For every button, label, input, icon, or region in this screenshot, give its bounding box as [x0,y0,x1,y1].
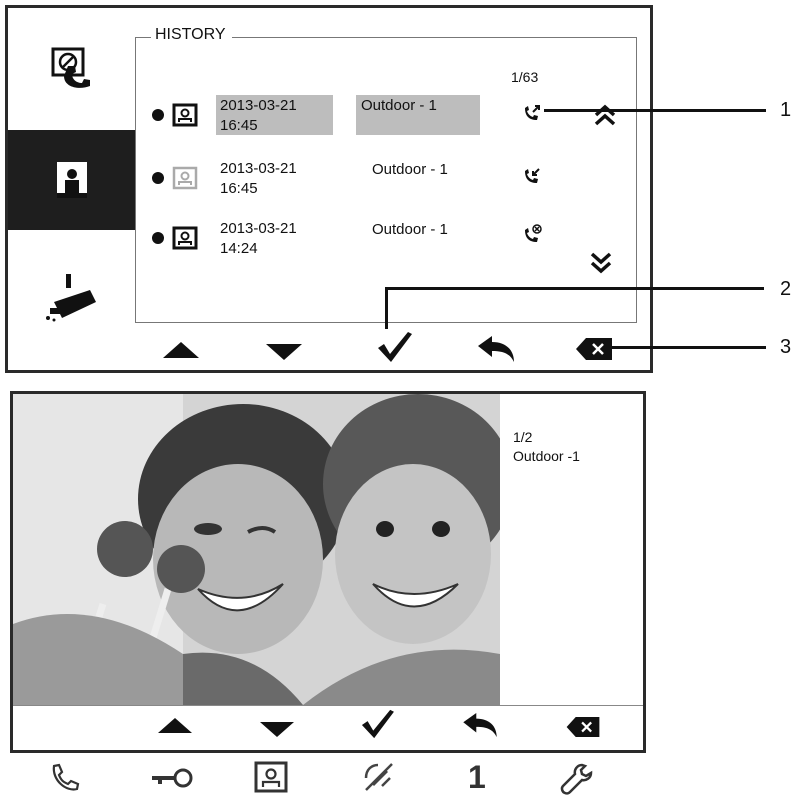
callout-label-3: 3 [780,336,792,358]
callout-label-2: 2 [780,278,792,300]
row-date: 2013-03-21 [220,97,297,114]
sidebar-item-call-log[interactable] [8,8,136,130]
table-row-date-selected[interactable] [216,95,333,135]
image-record-icon [172,226,198,250]
missed-call-icon [525,224,542,242]
image-record-empty-icon [172,166,198,190]
wrench-icon[interactable] [560,762,594,796]
history-list-frame [135,37,637,323]
bottom-icon-bar: 1 [0,758,802,799]
row-source: Outdoor - 1 [372,161,448,178]
callout-line-1 [544,109,766,112]
image-record-icon [57,162,87,198]
row-source-selected[interactable] [356,95,480,135]
camera-icon [46,274,96,322]
viewer-source: Outdoor -1 [513,448,580,464]
row-bullet [152,172,164,184]
up-arrow-icon[interactable] [158,717,192,735]
sidebar [8,8,136,370]
row-source: Outdoor - 1 [361,97,437,114]
page-indicator: 1/63 [511,69,539,85]
row-source: Outdoor - 1 [372,221,448,238]
delete-icon[interactable] [576,338,612,360]
photo-image[interactable] [13,394,500,705]
viewer-divider [13,705,643,706]
scroll-down-icon[interactable] [589,251,613,275]
back-icon[interactable] [476,336,516,364]
incoming-call-icon [525,168,540,183]
row-date: 2013-03-21 [220,160,297,177]
outgoing-call-icon [525,105,540,120]
confirm-check-icon[interactable] [376,330,412,364]
down-arrow-icon[interactable] [266,342,302,362]
viewer-page-indicator: 1/2 [513,429,533,445]
row-date: 2013-03-21 [220,220,297,237]
phone-icon[interactable] [48,762,80,794]
row-bullet [152,109,164,121]
row-bullet [152,232,164,244]
row-time: 16:45 [220,180,258,197]
scroll-up-icon[interactable] [593,103,617,127]
history-title: HISTORY [151,26,232,44]
down-arrow-icon[interactable] [260,720,294,738]
history-screen: HISTORY 1/63 2013-03-21 16:45 Outdoor - … [5,5,653,373]
callout-line-2-vertical [385,287,388,329]
row-time: 16:45 [220,117,258,134]
history-phone-icon [51,47,90,88]
mute-icon[interactable] [362,762,396,794]
confirm-check-icon[interactable] [360,708,394,740]
photo-illustration [13,394,500,705]
image-viewer-screen: 1/2 Outdoor -1 [10,391,646,753]
callout-line-2-horizontal [385,287,764,290]
number-one-label[interactable]: 1 [468,759,486,795]
callout-label-1: 1 [780,99,792,121]
sidebar-item-image-records[interactable] [8,130,136,230]
callout-line-3 [610,346,766,349]
image-record-icon[interactable] [254,761,288,793]
image-record-icon [172,103,198,127]
delete-icon[interactable] [566,717,600,737]
row-time: 14:24 [220,240,258,257]
up-arrow-icon[interactable] [163,340,199,360]
back-icon[interactable] [461,713,499,739]
sidebar-item-camera[interactable] [8,248,136,348]
key-icon[interactable] [150,766,194,790]
